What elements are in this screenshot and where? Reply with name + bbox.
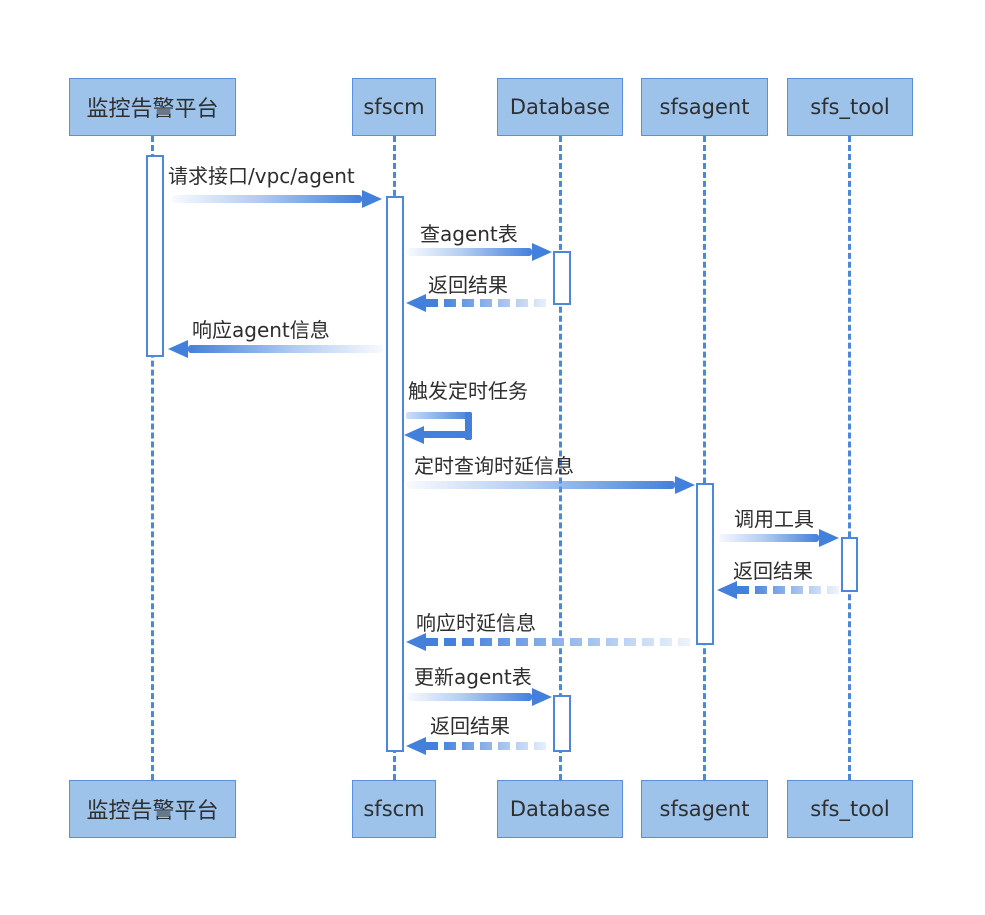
message-dashed-respond-latency-info	[426, 638, 694, 646]
actor-box-sfstool-bottom: sfs_tool	[787, 780, 913, 838]
message-arrow-respond-agent-info	[188, 345, 383, 353]
arrowhead-right	[532, 243, 552, 261]
activation-sfsagent	[696, 483, 714, 645]
activation-database-2	[553, 695, 571, 752]
lifeline-sfsagent	[703, 136, 706, 780]
lifeline-database	[559, 136, 562, 780]
message-label-respond-latency-info: 响应时延信息	[416, 611, 536, 635]
message-arrow-update-agent-table	[407, 693, 532, 701]
arrowhead-left	[406, 633, 426, 651]
self-loop-right-bar	[465, 412, 472, 440]
arrowhead-left	[404, 426, 424, 444]
actor-box-database-bottom: Database	[497, 780, 623, 838]
message-arrow-query-agent-table	[407, 248, 532, 256]
self-loop-bottom-bar	[423, 431, 472, 438]
self-loop-top-bar	[406, 412, 472, 419]
arrowhead-left	[168, 340, 188, 358]
lifeline-monitor	[151, 136, 154, 780]
message-arrow-call-tool	[718, 534, 819, 542]
actor-box-database-top: Database	[497, 78, 623, 136]
message-label-request-vpc-agent: 请求接口/vpc/agent	[168, 164, 355, 188]
arrowhead-right	[819, 529, 839, 547]
arrowhead-right	[362, 190, 382, 208]
arrowhead-left	[406, 294, 426, 312]
arrowhead-left	[406, 737, 426, 755]
message-label-query-agent-table: 查agent表	[420, 222, 518, 246]
actor-box-sfscm-top: sfscm	[352, 78, 436, 136]
actor-box-sfsagent-top: sfsagent	[641, 78, 768, 136]
message-label-return-result-3: 返回结果	[430, 714, 510, 738]
message-dashed-return-result-3	[426, 742, 552, 750]
message-label-respond-agent-info: 响应agent信息	[192, 318, 330, 342]
message-arrow-scheduled-query-latency	[407, 481, 675, 489]
actor-box-monitor-top: 监控告警平台	[69, 78, 236, 136]
arrowhead-right	[532, 688, 552, 706]
arrowhead-right	[675, 476, 695, 494]
message-label-return-result-1: 返回结果	[428, 273, 508, 297]
actor-box-sfscm-bottom: sfscm	[352, 780, 436, 838]
message-dashed-return-result-2	[737, 586, 839, 594]
message-label-call-tool: 调用工具	[734, 507, 814, 531]
arrowhead-left	[717, 581, 737, 599]
activation-sfscm	[386, 196, 404, 752]
actor-box-sfsagent-bottom: sfsagent	[641, 780, 768, 838]
lifeline-sfstool	[848, 136, 851, 780]
actor-box-sfstool-top: sfs_tool	[787, 78, 913, 136]
message-label-return-result-2: 返回结果	[733, 559, 813, 583]
message-dashed-return-result-1	[426, 299, 552, 307]
message-label-trigger-timer-task: 触发定时任务	[408, 379, 528, 403]
activation-database-1	[553, 251, 571, 305]
activation-sfstool	[841, 537, 858, 592]
message-label-scheduled-query-latency: 定时查询时延信息	[414, 454, 574, 478]
message-label-update-agent-table: 更新agent表	[414, 665, 532, 689]
actor-box-monitor-bottom: 监控告警平台	[69, 780, 236, 838]
activation-monitor	[146, 155, 164, 357]
message-arrow-request-vpc-agent	[172, 195, 362, 203]
